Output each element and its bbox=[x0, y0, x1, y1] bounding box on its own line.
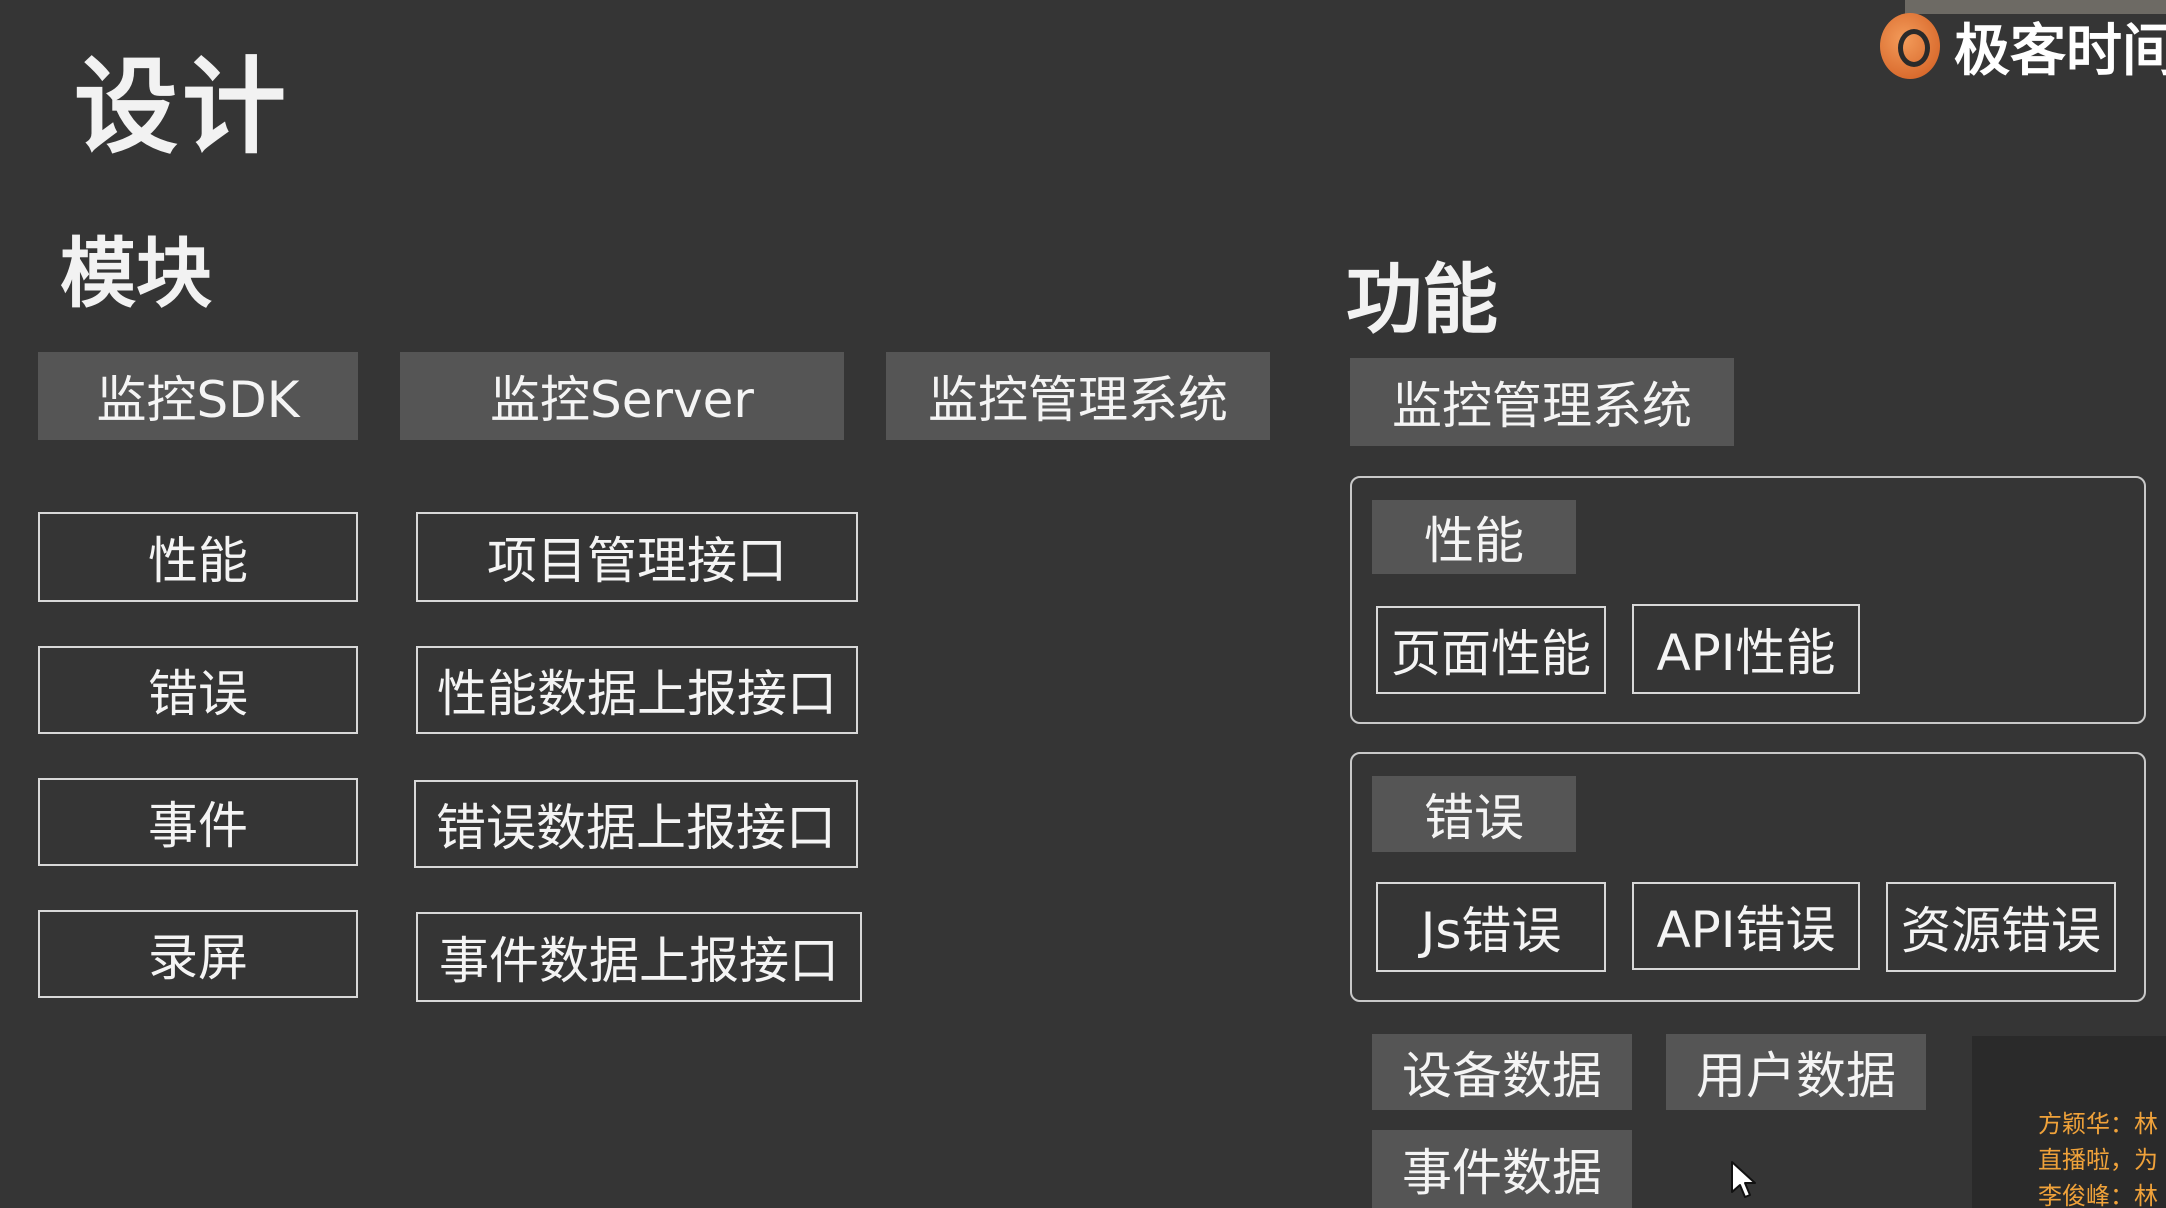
geektime-logo-icon bbox=[1880, 13, 1940, 79]
server-item-project-api: 项目管理接口 bbox=[416, 512, 858, 602]
brand-logo: 极客时间 bbox=[1880, 6, 2166, 86]
module-header-sdk: 监控SDK bbox=[38, 352, 358, 440]
feature-api-error: API错误 bbox=[1632, 882, 1860, 970]
feature-user-data: 用户数据 bbox=[1666, 1034, 1926, 1110]
sdk-item-error: 错误 bbox=[38, 646, 358, 734]
chat-line: 直播啦，为 bbox=[2038, 1146, 2158, 1174]
slide-title: 设计 bbox=[74, 46, 291, 168]
feature-page-performance: 页面性能 bbox=[1376, 606, 1606, 694]
sdk-item-performance: 性能 bbox=[38, 512, 358, 602]
modules-heading: 模块 bbox=[60, 229, 212, 318]
brand-name: 极客时间 bbox=[1954, 18, 2166, 84]
feature-resource-error: 资源错误 bbox=[1886, 882, 2116, 972]
module-header-admin: 监控管理系统 bbox=[886, 352, 1270, 440]
chat-line: 李俊峰：林 bbox=[2038, 1182, 2158, 1208]
chat-line: 方颖华：林 bbox=[2038, 1110, 2158, 1138]
feature-api-performance: API性能 bbox=[1632, 604, 1860, 694]
mouse-cursor-icon bbox=[1731, 1161, 1756, 1198]
error-group bbox=[1350, 752, 2146, 1002]
server-item-error-report-api: 错误数据上报接口 bbox=[414, 780, 858, 868]
performance-group-label: 性能 bbox=[1372, 500, 1576, 574]
feature-system-label: 监控管理系统 bbox=[1350, 358, 1734, 446]
sdk-item-recording: 录屏 bbox=[38, 910, 358, 998]
features-heading: 功能 bbox=[1346, 255, 1498, 344]
live-chat-panel: 方颖华：林 直播啦，为 李俊峰：林 bbox=[1972, 1036, 2166, 1208]
performance-group bbox=[1350, 476, 2146, 724]
module-header-server: 监控Server bbox=[400, 352, 844, 440]
webcam-overlay-strip bbox=[1905, 0, 2166, 14]
feature-device-data: 设备数据 bbox=[1372, 1034, 1632, 1110]
feature-js-error: Js错误 bbox=[1376, 882, 1606, 972]
feature-event-data: 事件数据 bbox=[1372, 1130, 1632, 1208]
error-group-label: 错误 bbox=[1372, 776, 1576, 852]
sdk-item-event: 事件 bbox=[38, 778, 358, 866]
server-item-event-report-api: 事件数据上报接口 bbox=[416, 912, 862, 1002]
server-item-performance-report-api: 性能数据上报接口 bbox=[416, 646, 858, 734]
